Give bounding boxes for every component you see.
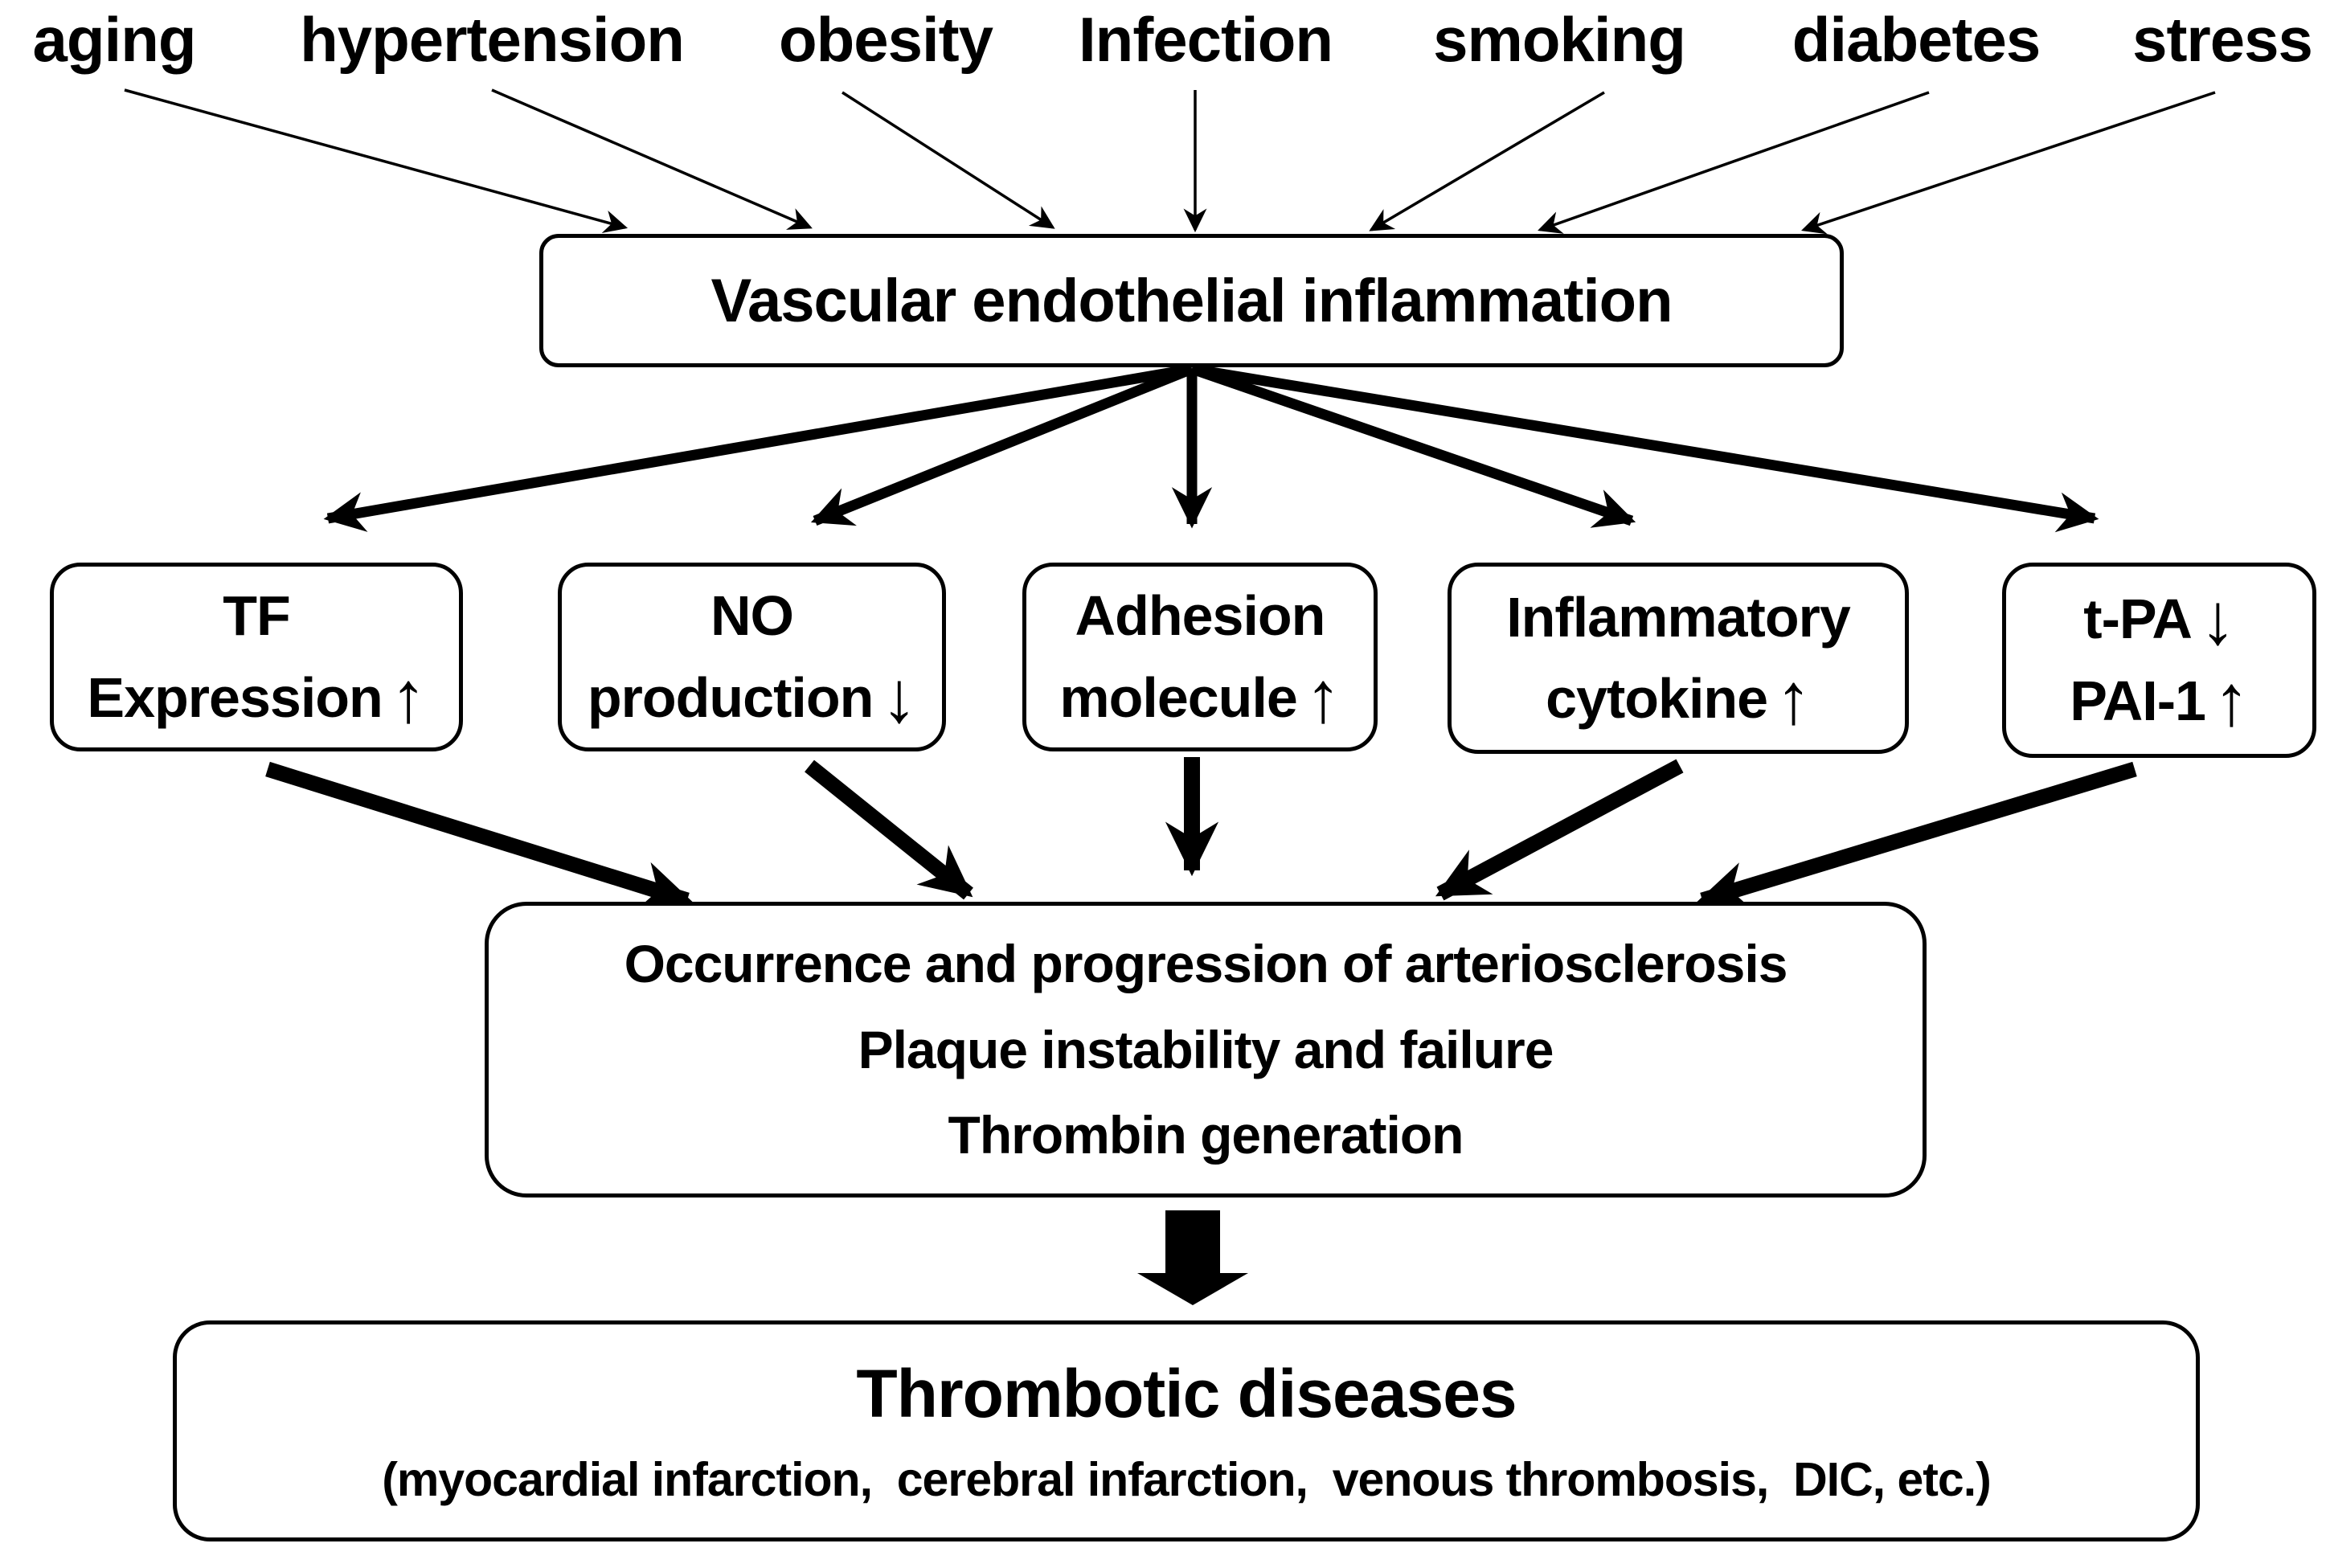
- effect-line: NO: [710, 575, 794, 657]
- effect-text: production: [587, 665, 874, 729]
- inflammation-label: Vascular endothelial inflammation: [710, 266, 1673, 335]
- effect-text: PAI-1: [2070, 669, 2206, 732]
- effect-box-adhesion-molecule: Adhesion molecule ↑: [1022, 563, 1378, 751]
- effect-text: molecule: [1059, 665, 1297, 729]
- progression-line-1: Occurrence and progression of arterioscl…: [624, 933, 1788, 993]
- up-arrow-glyph: ↑: [2213, 660, 2250, 741]
- effect-box-tpa-pai1: t-PA ↓ PAI-1 ↑: [2002, 563, 2316, 758]
- effect-line: t-PA ↓: [2083, 578, 2236, 661]
- up-arrow-glyph: ↑: [1304, 657, 1341, 738]
- effect-line: Adhesion: [1075, 575, 1326, 657]
- arrow-to-tf-expression: [323, 363, 1194, 532]
- risk-factor-stress: stress: [2132, 4, 2313, 75]
- effect-text: Inflammatory: [1506, 585, 1851, 649]
- effect-text: Adhesion: [1075, 584, 1326, 647]
- arrow-progression-to-outcome: [1137, 1210, 1248, 1305]
- risk-factor-aging: aging: [32, 4, 197, 75]
- arrow-to-inflammatory-cytokine: [1190, 363, 1636, 528]
- effect-text: TF: [223, 584, 291, 647]
- effect-box-tf-expression: TF Expression ↑: [50, 563, 463, 751]
- effect-text: Expression: [87, 665, 383, 729]
- arrow-tf-to-progression: [265, 761, 693, 911]
- effect-box-no-production: NO production ↓: [558, 563, 946, 751]
- effect-text: cytokine: [1546, 667, 1768, 730]
- arrow-smoking-to-inflammation: [1369, 91, 1605, 231]
- effect-text: t-PA: [2083, 587, 2193, 650]
- effect-line: molecule ↑: [1059, 657, 1341, 739]
- outcome-title: Thrombotic diseases: [856, 1356, 1517, 1431]
- progression-line-2: Plaque instability and failure: [858, 1019, 1554, 1079]
- progression-box: Occurrence and progression of arterioscl…: [485, 902, 1927, 1197]
- down-arrow-glyph: ↓: [2199, 578, 2236, 659]
- risk-factor-infection: Infection: [1079, 4, 1333, 75]
- effect-line: production ↓: [587, 657, 917, 739]
- arrow-to-tpa-pai1: [1190, 363, 2099, 533]
- risk-factor-diabetes: diabetes: [1792, 4, 2041, 75]
- arrow-hypertension-to-inflammation: [491, 88, 813, 230]
- arrow-no-to-progression: [805, 759, 973, 900]
- risk-factor-obesity: obesity: [778, 4, 993, 75]
- effect-box-inflammatory-cytokine: Inflammatory cytokine ↑: [1448, 563, 1909, 754]
- risk-factor-hypertension: hypertension: [300, 4, 685, 75]
- progression-line-3: Thrombin generation: [948, 1105, 1464, 1165]
- arrow-diabetes-to-inflammation: [1538, 91, 1930, 234]
- arrow-tpa-to-progression: [1697, 761, 2137, 911]
- outcome-subtitle: (myocardial infarction, cerebral infarct…: [382, 1453, 1992, 1506]
- effect-text: NO: [710, 584, 794, 647]
- inflammation-box: Vascular endothelial inflammation: [539, 234, 1844, 367]
- outcome-box: Thrombotic diseases (myocardial infarcti…: [173, 1320, 2200, 1541]
- effect-line: Expression ↑: [87, 657, 427, 739]
- arrow-inflammatory-to-progression: [1435, 759, 1684, 901]
- effect-line: PAI-1 ↑: [2070, 660, 2250, 743]
- arrow-obesity-to-inflammation: [842, 91, 1055, 229]
- risk-factor-smoking: smoking: [1433, 4, 1686, 75]
- effect-line: TF: [223, 575, 291, 657]
- effect-line: cytokine ↑: [1546, 657, 1812, 740]
- arrow-aging-to-inflammation: [124, 88, 629, 233]
- arrow-to-no-production: [810, 363, 1194, 526]
- up-arrow-glyph: ↑: [1775, 657, 1812, 739]
- effect-line: Inflammatory: [1506, 577, 1851, 659]
- up-arrow-glyph: ↑: [390, 657, 427, 738]
- arrow-stress-to-inflammation: [1801, 91, 2216, 235]
- down-arrow-glyph: ↓: [881, 657, 917, 738]
